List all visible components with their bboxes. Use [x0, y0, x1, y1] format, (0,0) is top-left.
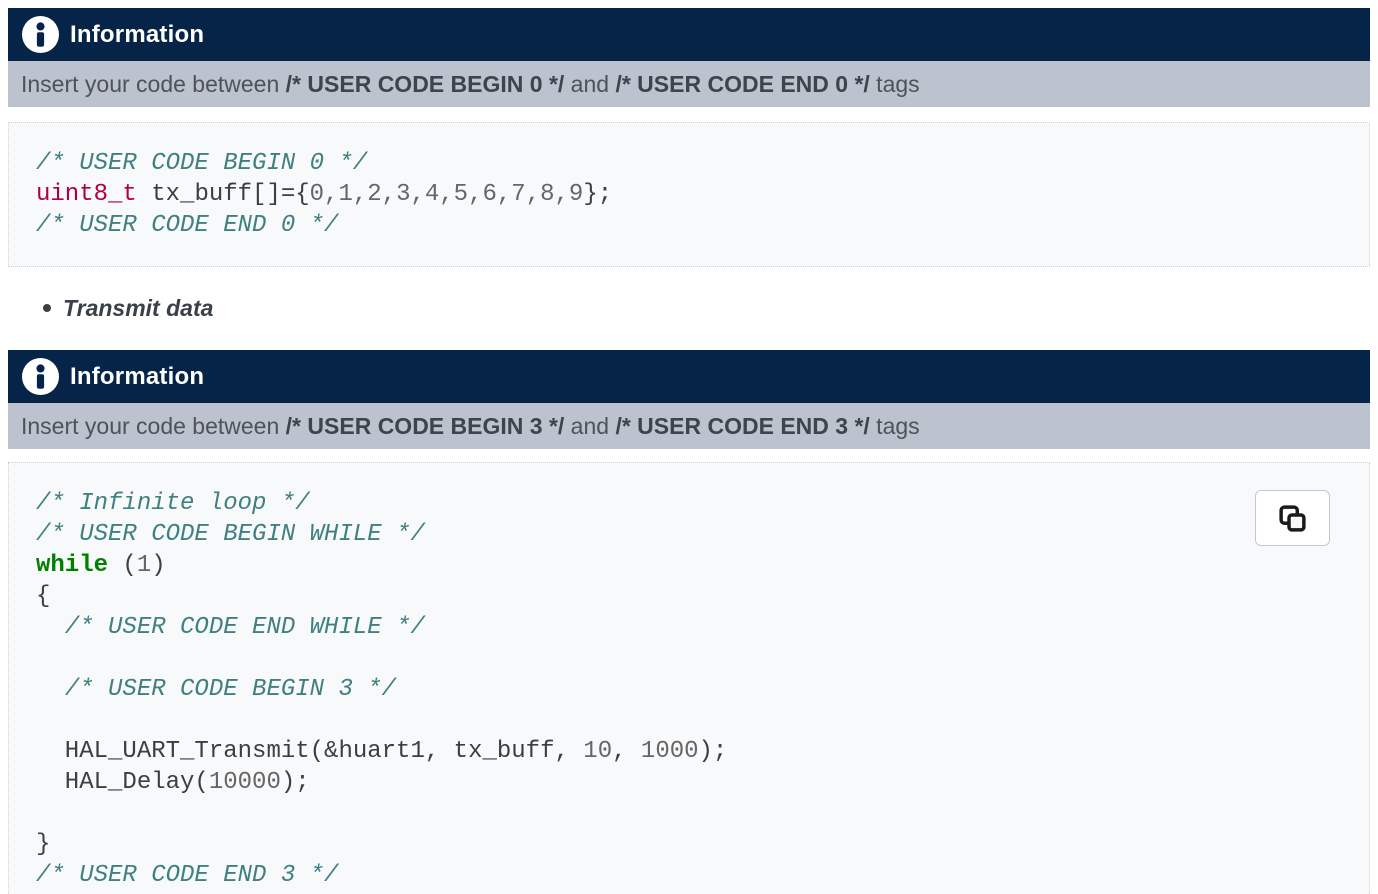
code-tag-begin: /* USER CODE BEGIN 3 */ [285, 412, 565, 439]
code-block-user-code-3: /* Infinite loop *//* USER CODE BEGIN WH… [8, 462, 1370, 894]
list-item-label: Transmit data [63, 295, 214, 321]
info-section-0: Information Insert your code between /* … [8, 8, 1370, 107]
banner-title: Information [70, 362, 205, 390]
list-item: Transmit data [43, 293, 1370, 323]
copy-button[interactable] [1255, 490, 1330, 546]
code-tag-end: /* USER CODE END 3 */ [615, 412, 870, 439]
info-icon [22, 16, 59, 53]
info-banner-subtitle: Insert your code between /* USER CODE BE… [8, 61, 1370, 107]
info-banner-header: Information [8, 8, 1370, 61]
banner-title: Information [70, 20, 205, 48]
bullet-list: Transmit data [43, 293, 1370, 323]
info-icon [22, 358, 59, 395]
subtitle-text: Insert your code between /* USER CODE BE… [21, 412, 920, 439]
info-banner-header: Information [8, 350, 1370, 403]
info-section-1: Information Insert your code between /* … [8, 350, 1370, 449]
bullet-dot [43, 304, 51, 312]
code-content: /* Infinite loop *//* USER CODE BEGIN WH… [36, 490, 728, 889]
copy-icon [1279, 504, 1306, 532]
code-block-user-code-0: /* USER CODE BEGIN 0 */uint8_t tx_buff[]… [8, 122, 1370, 267]
info-banner-subtitle: Insert your code between /* USER CODE BE… [8, 403, 1370, 449]
code-tag-begin: /* USER CODE BEGIN 0 */ [285, 70, 565, 97]
subtitle-text: Insert your code between /* USER CODE BE… [21, 70, 920, 97]
code-content: /* USER CODE BEGIN 0 */uint8_t tx_buff[]… [36, 150, 613, 239]
code-tag-end: /* USER CODE END 0 */ [615, 70, 870, 97]
